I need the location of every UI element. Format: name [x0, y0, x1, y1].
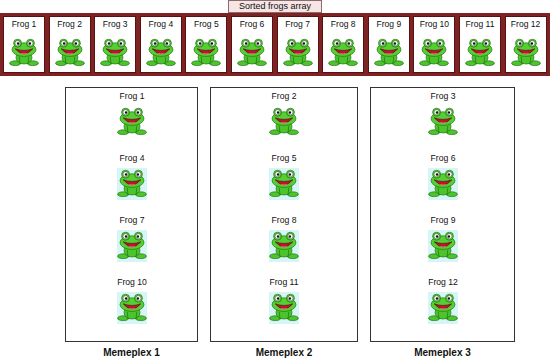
memeplex-frog: Frog 3 [417, 90, 469, 140]
frog-label: Frog 9 [417, 215, 469, 226]
frog-label: Frog 8 [323, 19, 363, 30]
frog-cell: Frog 7 [277, 16, 319, 73]
frog-label: Frog 10 [414, 19, 454, 30]
frog-label: Frog 5 [258, 153, 310, 164]
frog-picture [427, 228, 459, 262]
memeplex-frog: Frog 11 [258, 276, 310, 326]
memeplex-caption: Memeplex 2 [211, 347, 357, 359]
frog-picture [116, 104, 148, 138]
frog-picture [418, 34, 450, 70]
frog-label: Frog 11 [258, 277, 310, 288]
frog-picture [268, 290, 300, 324]
frog-cell: Frog 12 [505, 16, 547, 73]
frog-picture [54, 34, 86, 70]
memeplex-frog: Frog 9 [417, 214, 469, 264]
frog-cell: Frog 1 [3, 16, 45, 73]
frog-picture [464, 34, 496, 70]
memeplex-frog: Frog 5 [258, 152, 310, 202]
frog-label: Frog 11 [460, 19, 500, 30]
frog-picture [236, 34, 268, 70]
frog-picture [327, 34, 359, 70]
frog-label: Frog 3 [417, 91, 469, 102]
memeplex-box: Memeplex 1Frog 1Frog 4Frog 7Frog 10 [65, 87, 198, 342]
memeplex-caption: Memeplex 1 [66, 347, 197, 359]
frog-label: Frog 12 [417, 277, 469, 288]
frog-cell: Frog 11 [459, 16, 501, 73]
frog-picture [116, 228, 148, 262]
frog-picture [268, 104, 300, 138]
frog-picture [116, 166, 148, 200]
frog-label: Frog 9 [369, 19, 409, 30]
memeplex-frog: Frog 1 [106, 90, 158, 140]
frog-picture [427, 166, 459, 200]
memeplex-frog: Frog 2 [258, 90, 310, 140]
frog-cell: Frog 6 [231, 16, 273, 73]
frog-picture [427, 290, 459, 324]
memeplex-caption: Memeplex 3 [371, 347, 514, 359]
frog-cell: Frog 9 [368, 16, 410, 73]
memeplex-frog: Frog 8 [258, 214, 310, 264]
memeplex-frog: Frog 4 [106, 152, 158, 202]
frog-picture [282, 34, 314, 70]
frog-label: Frog 4 [141, 19, 181, 30]
frog-picture [268, 166, 300, 200]
array-heading: Sorted frogs array [228, 0, 322, 13]
frog-cell: Frog 4 [140, 16, 182, 73]
frog-cell: Frog 10 [413, 16, 455, 73]
frog-picture [190, 34, 222, 70]
frog-label: Frog 1 [106, 91, 158, 102]
frog-label: Frog 8 [258, 215, 310, 226]
frog-label: Frog 6 [232, 19, 272, 30]
frog-label: Frog 5 [186, 19, 226, 30]
frog-cell: Frog 5 [185, 16, 227, 73]
memeplex-frog: Frog 7 [106, 214, 158, 264]
frog-picture [427, 104, 459, 138]
frog-cell: Frog 3 [94, 16, 136, 73]
frog-label: Frog 6 [417, 153, 469, 164]
memeplex-box: Memeplex 2Frog 2Frog 5Frog 8Frog 11 [210, 87, 358, 342]
frog-picture [373, 34, 405, 70]
frog-label: Frog 7 [278, 19, 318, 30]
frog-cell: Frog 8 [322, 16, 364, 73]
memeplex-frog: Frog 6 [417, 152, 469, 202]
memeplex-box: Memeplex 3Frog 3Frog 6Frog 9Frog 12 [370, 87, 515, 342]
frog-cell: Frog 2 [49, 16, 91, 73]
frog-picture [116, 290, 148, 324]
frog-label: Frog 4 [106, 153, 158, 164]
frog-picture [99, 34, 131, 70]
frog-label: Frog 2 [258, 91, 310, 102]
frog-label: Frog 7 [106, 215, 158, 226]
frog-label: Frog 12 [506, 19, 546, 30]
frog-picture [268, 228, 300, 262]
memeplex-frog: Frog 12 [417, 276, 469, 326]
frog-label: Frog 3 [95, 19, 135, 30]
memeplex-frog: Frog 10 [106, 276, 158, 326]
frog-label: Frog 10 [106, 277, 158, 288]
frog-picture [8, 34, 40, 70]
frog-picture [145, 34, 177, 70]
frog-array-bar: Sorted frogs arrayFrog 1Frog 2Frog 3Frog… [0, 13, 550, 76]
frog-label: Frog 1 [4, 19, 44, 30]
frog-label: Frog 2 [50, 19, 90, 30]
frog-picture [510, 34, 542, 70]
